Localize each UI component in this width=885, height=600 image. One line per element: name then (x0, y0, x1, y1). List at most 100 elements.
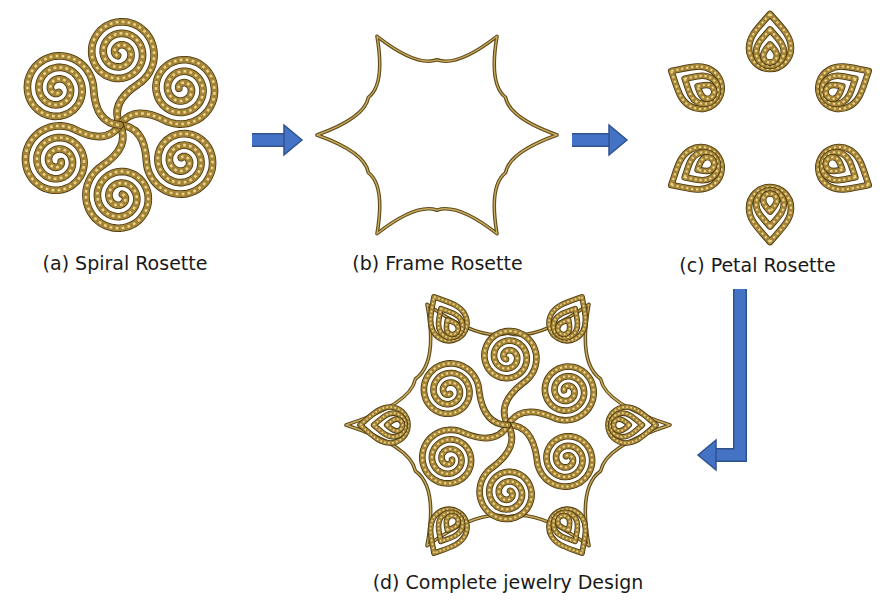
rope-twist (556, 513, 574, 533)
rope-wire (608, 407, 656, 443)
rope-twist (694, 80, 717, 101)
rope-wire (661, 139, 730, 203)
rope-wire (749, 187, 791, 242)
rope-wire (763, 193, 777, 211)
rope-wire (811, 53, 880, 117)
rope-twist (542, 288, 597, 348)
rope-wire (424, 363, 508, 425)
rope-wire (608, 407, 656, 443)
arrow-shaft (715, 289, 740, 455)
rope-twist (422, 425, 508, 483)
rope-wire (86, 125, 148, 228)
rope-wire (694, 80, 717, 101)
jewelry-illustration (305, 0, 570, 282)
rope-twist (749, 14, 791, 69)
rope-twist (418, 288, 473, 348)
rope-twist (817, 147, 862, 189)
design-panel: (b) Frame Rosette (305, 0, 570, 282)
rope-wire (442, 317, 460, 337)
rope-wire (120, 60, 215, 125)
rope-wire (661, 139, 730, 203)
rope-twist (26, 125, 121, 190)
rope-wire (678, 147, 723, 189)
arrow-shaft (252, 133, 285, 147)
rope-twist (549, 303, 585, 342)
rope-wire (549, 303, 585, 342)
rope-wire (817, 67, 862, 109)
rope-wire (678, 147, 723, 189)
rope-twist (120, 125, 213, 194)
petal (418, 503, 473, 563)
arrow-shaft (572, 133, 610, 147)
rope-twist (823, 80, 846, 101)
rope-wire (811, 53, 880, 117)
rope-wire (661, 53, 730, 117)
rope-wire (756, 30, 784, 66)
rope-wire (694, 155, 717, 176)
rope-twist (811, 139, 880, 203)
rope-wire (614, 419, 630, 431)
rope-wire (749, 14, 791, 69)
rope-twist (442, 513, 460, 533)
rope-wire (811, 139, 880, 203)
arrow-shaft (572, 135, 610, 146)
flow-arrow (572, 125, 627, 155)
rope-wire (817, 67, 862, 109)
rope-wire (817, 147, 862, 189)
rope-twist (387, 419, 403, 431)
rope-twist (756, 190, 784, 226)
ornament (317, 36, 557, 233)
rope-wire (120, 60, 215, 125)
rope-wire (387, 419, 403, 431)
rope-wire (418, 288, 473, 348)
rope-twist (120, 60, 215, 125)
arrow-head (284, 125, 302, 155)
rope-wire (763, 193, 777, 211)
arrow-shaft (252, 135, 285, 146)
rope-twist (424, 363, 508, 425)
rope-wire (556, 317, 574, 337)
rope-wire (823, 80, 846, 101)
rope-wire (86, 125, 148, 228)
rope-twist (442, 317, 460, 337)
rope-wire (763, 45, 777, 63)
rope-wire (508, 367, 594, 425)
rope-wire (823, 155, 846, 176)
design-panel: (d) Complete jewelry Design (318, 285, 698, 600)
rope-wire (120, 125, 213, 194)
arrow-head (698, 440, 716, 470)
panel-caption: (a) Spiral Rosette (43, 251, 208, 275)
rope-wire (549, 508, 585, 547)
rope-wire (360, 407, 408, 443)
rope-twist (27, 56, 120, 125)
rope-twist (608, 407, 656, 443)
rope-wire (120, 125, 213, 194)
rope-wire (508, 367, 594, 425)
rope-wire (678, 67, 723, 109)
design-panel: (c) Petal Rosette (630, 0, 885, 285)
rope-wire (678, 67, 723, 109)
frame-wire (317, 36, 557, 233)
petal (661, 139, 730, 203)
rope-twist (430, 303, 466, 342)
jewelry-illustration (630, 0, 885, 285)
rope-wire (756, 190, 784, 226)
rope-twist (542, 503, 597, 563)
petal (811, 53, 880, 117)
rope-wire (549, 303, 585, 342)
rope-wire (749, 14, 791, 69)
frame-wire (346, 304, 670, 545)
petal (749, 14, 791, 69)
rope-twist (763, 45, 777, 63)
rope-wire (823, 80, 846, 101)
rope-twist (374, 413, 406, 437)
rope-wire (611, 413, 643, 437)
rope-twist (661, 139, 730, 203)
rope-wire (27, 56, 120, 125)
rope-wire (422, 425, 508, 483)
panel-caption: (b) Frame Rosette (352, 251, 522, 275)
rope-wire (418, 503, 473, 563)
rope-wire (614, 419, 630, 431)
rope-wire (422, 425, 508, 483)
